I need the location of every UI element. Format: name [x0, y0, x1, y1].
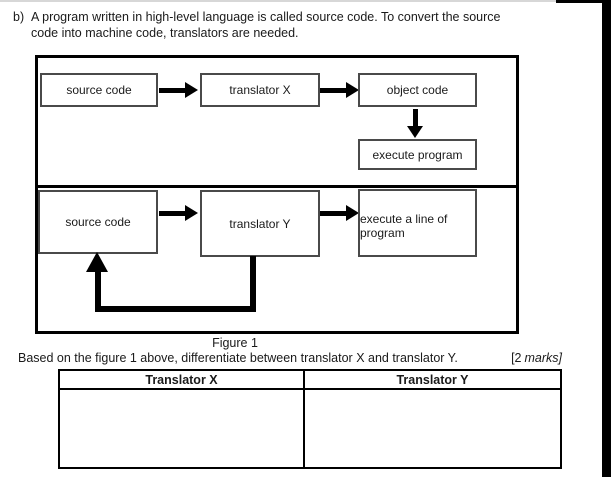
table-header-translator-y: Translator Y	[303, 369, 562, 390]
arrow-source-to-translator-y	[159, 205, 199, 221]
answer-cell-translator-y	[303, 388, 562, 469]
question-part-label: b)	[13, 10, 25, 24]
table-header-row: Translator X Translator Y	[58, 369, 562, 390]
arrow-shaft	[320, 87, 347, 93]
table-row	[58, 388, 562, 469]
arrow-shaft	[159, 87, 186, 93]
bottom-source-code-box: source code	[38, 190, 158, 254]
table-header-translator-x: Translator X	[58, 369, 305, 390]
execute-program-box: execute program	[358, 139, 477, 170]
execute-line-label-2: program	[360, 225, 405, 240]
arrow-right-icon	[346, 205, 359, 221]
top-source-code-box: source code	[40, 73, 158, 107]
feedback-loop-up-segment	[95, 270, 101, 312]
arrow-right-icon	[185, 82, 198, 98]
execute-line-label-1: execute a line of	[360, 211, 448, 226]
arrow-up-icon	[86, 252, 108, 272]
arrow-shaft	[413, 109, 418, 127]
scan-artifact-top-noise	[0, 0, 611, 2]
arrow-right-icon	[346, 82, 359, 98]
task-text: Based on the figure 1 above, differentia…	[18, 351, 458, 365]
arrow-translator-y-to-execute-line	[320, 205, 360, 221]
arrow-right-icon	[185, 205, 198, 221]
execute-line-of-program-box: execute a line of program	[358, 189, 477, 257]
figure-caption: Figure 1	[212, 336, 258, 350]
scan-artifact-right-strip	[602, 0, 611, 477]
feedback-loop-down-segment	[250, 256, 256, 311]
object-code-box: object code	[358, 73, 477, 107]
arrow-shaft	[320, 210, 347, 216]
arrow-source-to-translator-x	[159, 82, 199, 98]
intro-line-1: A program written in high-level language…	[31, 10, 501, 24]
answer-table: Translator X Translator Y	[58, 369, 562, 469]
translator-y-box: translator Y	[200, 190, 320, 257]
task-instruction-line: Based on the figure 1 above, differentia…	[18, 351, 562, 365]
intro-paragraph: A program written in high-level language…	[31, 9, 561, 41]
arrow-translator-x-to-object-code	[320, 82, 360, 98]
arrow-shaft	[159, 210, 186, 216]
scan-artifact-top-line	[556, 0, 611, 3]
arrow-object-code-to-execute-program	[407, 109, 423, 139]
figure-section-divider	[38, 185, 516, 188]
arrow-down-icon	[407, 126, 423, 138]
intro-line-2: code into machine code, translators are …	[31, 26, 299, 40]
feedback-loop-horizontal-segment	[95, 306, 256, 312]
answer-cell-translator-x	[58, 388, 305, 469]
translator-x-box: translator X	[200, 73, 320, 107]
